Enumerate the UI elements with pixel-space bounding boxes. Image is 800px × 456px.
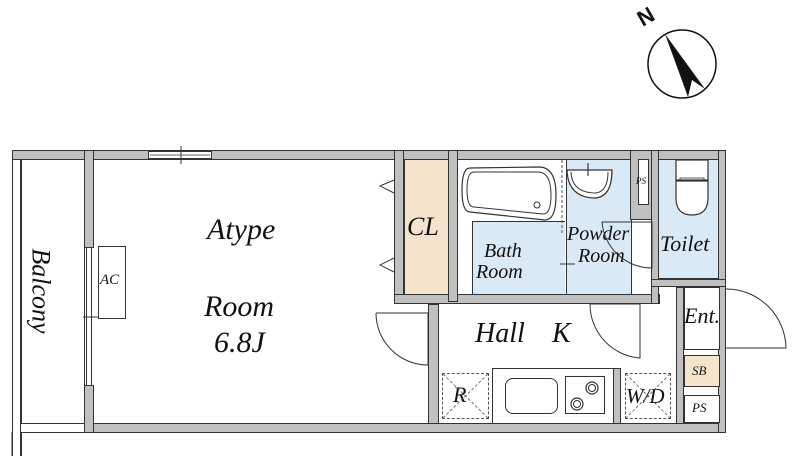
bath-floor: [472, 221, 565, 294]
room-type-label: Atype: [207, 213, 276, 246]
ps-shaft: [638, 159, 649, 205]
ac-label: AC: [100, 272, 120, 288]
entrance: [684, 287, 720, 350]
washer-space: [625, 373, 671, 419]
bath-label-line1: Bath: [484, 240, 522, 262]
ps-bottom: [684, 395, 720, 423]
wall-kitchen-right: [613, 368, 621, 424]
entrance-label: Ent.: [684, 303, 721, 328]
refrigerator-space: [442, 373, 489, 419]
room-size-label: 6.8J: [214, 326, 265, 359]
kitchen-label: K: [552, 318, 571, 349]
balcony-inner: [21, 159, 85, 424]
bath-label-line2: Room: [476, 261, 523, 283]
powder-label-line1: Powder: [567, 223, 630, 245]
powder-label-line2: Room: [578, 245, 625, 267]
ac-unit: [98, 246, 126, 319]
hall-label: Hall: [475, 318, 525, 349]
north-arrow-icon: [647, 29, 717, 99]
wall-entrance-left: [676, 287, 684, 424]
kitchen-counter: [492, 368, 614, 424]
closet-label: CL: [407, 212, 439, 241]
refrigerator-label: R: [453, 382, 467, 407]
toilet-label: Toilet: [660, 231, 710, 256]
compass: N: [630, 0, 740, 105]
ps-bottom-label: PS: [692, 400, 707, 415]
balcony-lower-edge: [21, 432, 85, 456]
room-name-label: Room: [204, 290, 274, 323]
balcony: [12, 159, 21, 456]
stove-icon: [565, 376, 605, 414]
shoe-box-label: SB: [692, 363, 707, 378]
shoe-box: [684, 355, 720, 387]
sink-icon: [505, 378, 558, 414]
wall-toilet-bottom: [651, 279, 726, 287]
washer-label: W/D: [626, 384, 665, 408]
ps-small-label: PS: [636, 176, 646, 186]
